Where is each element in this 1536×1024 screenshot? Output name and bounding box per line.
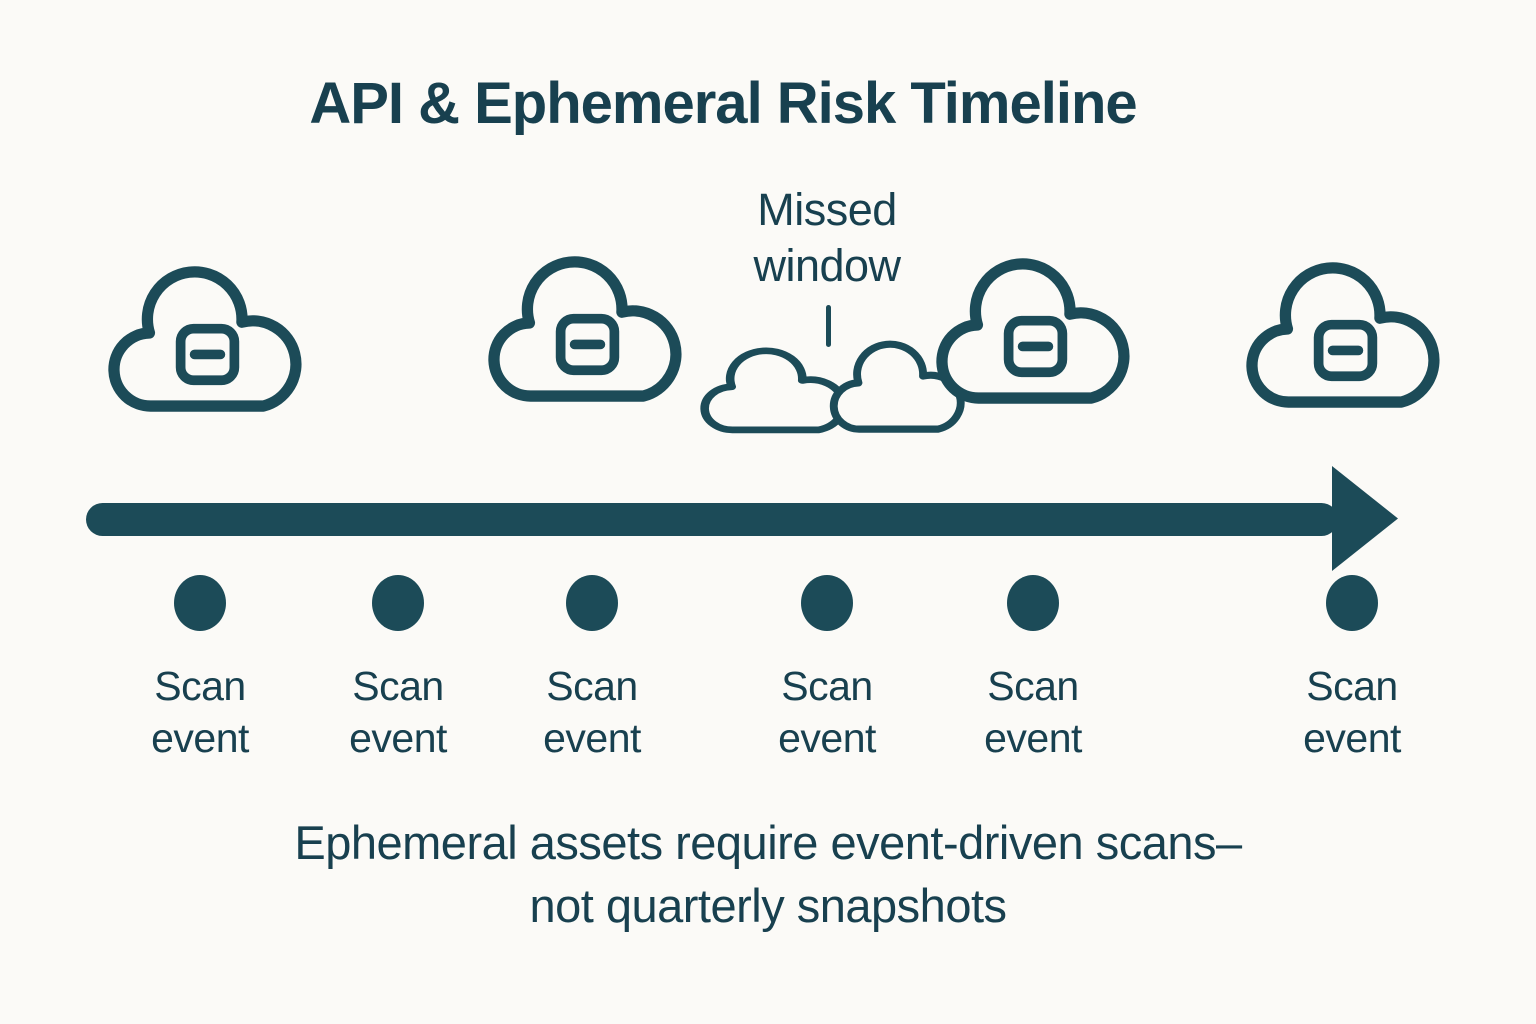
arrowhead-icon bbox=[1332, 466, 1398, 571]
scan-event-label: Scan event bbox=[151, 663, 249, 762]
minus-square-icon bbox=[555, 313, 620, 376]
event-dot bbox=[1007, 575, 1059, 631]
scan-event-label: Scan event bbox=[984, 663, 1082, 762]
minus-square-icon bbox=[175, 323, 240, 386]
minus-square-icon bbox=[1003, 315, 1068, 378]
cloud-outline bbox=[936, 258, 1130, 404]
diagram-title: API & Ephemeral Risk Timeline bbox=[309, 71, 1137, 136]
cloud-with-minus-square-icon bbox=[1246, 262, 1440, 408]
event-dot bbox=[566, 575, 618, 631]
annotation-pointer-line bbox=[826, 305, 831, 347]
timeline-arrow bbox=[86, 466, 1398, 571]
cloud-outline bbox=[108, 266, 302, 412]
scan-event-label: Scan event bbox=[778, 663, 876, 762]
event-dot bbox=[1326, 575, 1378, 631]
cloud-with-minus-square-icon bbox=[108, 266, 302, 412]
scan-event-label: Scan event bbox=[349, 663, 447, 762]
cloud-with-minus-square-icon bbox=[936, 258, 1130, 404]
cloud-with-minus-square-icon bbox=[488, 256, 682, 402]
timeline-bar bbox=[86, 503, 1338, 536]
event-dot bbox=[801, 575, 853, 631]
caption: Ephemeral assets require event-driven sc… bbox=[0, 812, 1536, 937]
missed-window-label: Missed window bbox=[753, 184, 901, 291]
caption-line: Ephemeral assets require event-driven sc… bbox=[294, 816, 1242, 869]
scan-event-label: Scan event bbox=[1303, 663, 1401, 762]
caption-line: not quarterly snapshots bbox=[529, 878, 1007, 932]
cloud-outline bbox=[1246, 262, 1440, 408]
scan-event-label: Scan event bbox=[543, 663, 641, 762]
event-dot bbox=[174, 575, 226, 631]
event-dot bbox=[372, 575, 424, 631]
cloud-outline bbox=[488, 256, 682, 402]
minus-square-icon bbox=[1313, 319, 1378, 382]
